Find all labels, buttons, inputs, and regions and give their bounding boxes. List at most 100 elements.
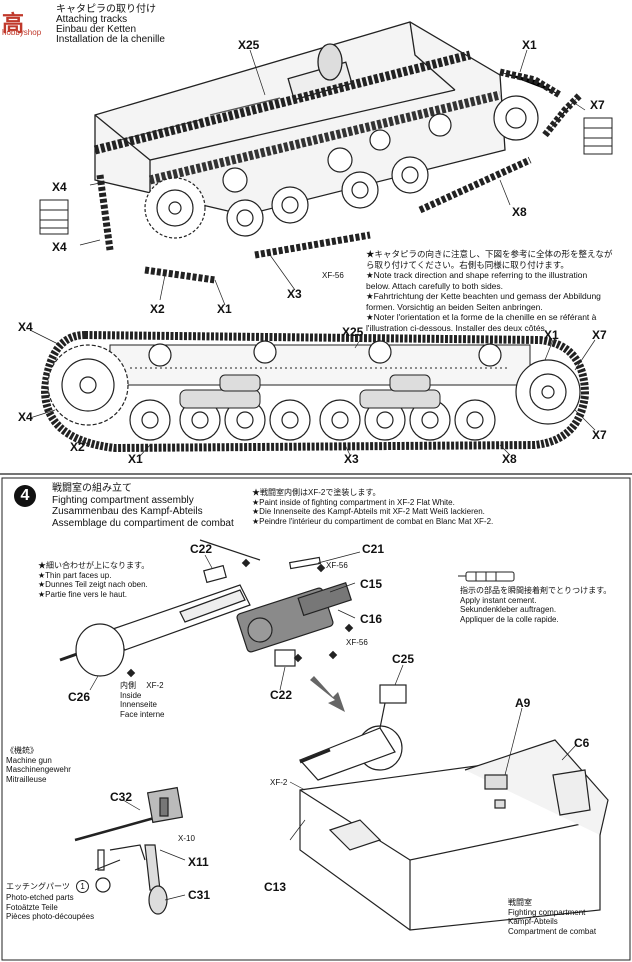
- inside-note-line: Innenseite: [120, 700, 157, 709]
- side-view-idler: [515, 359, 581, 425]
- label-xf56-b: XF-56: [346, 638, 368, 647]
- paint-note-line: ★戦闘室内側はXF-2で塗装します。: [252, 488, 381, 497]
- thin-note-line: ★細い合わせが上になります。: [38, 561, 150, 570]
- step3-note: ★キャタピラの向きに注意し、下図を参考に全体の形を整えなが ら取り付けてください…: [366, 249, 613, 333]
- paint-note-line: ★Die Innenseite des Kampf-Abteils mit XF…: [252, 507, 485, 516]
- label-x7-right2: X7: [592, 428, 607, 442]
- step4-paint-note: ★戦闘室内側はXF-2で塗装します。 ★Paint inside of figh…: [252, 488, 493, 526]
- inside-note-jp: 内側: [120, 681, 136, 690]
- fc-note-line: 戦闘室: [508, 898, 532, 907]
- step3-title: キャタピラの取り付け Attaching tracks Einbau der K…: [56, 5, 165, 45]
- step3-note-line: below. Attach carefully to both sides.: [366, 280, 504, 291]
- step3-note-line: ★Fahrtrichtung der Kette beachten und ge…: [366, 291, 601, 301]
- mg-note-line: Mitrailleuse: [6, 774, 47, 784]
- step3-note-line: ら取り付けてください。右側も同様に取り付けます。: [366, 259, 569, 270]
- inside-note-line: Inside: [120, 690, 142, 700]
- step4-number: 4: [14, 485, 36, 507]
- label-c21: C21: [362, 542, 385, 556]
- step3-note-line: l'illustration ci-dessous. Installer des…: [366, 322, 548, 333]
- pe-note-line: エッチングパーツ 1: [6, 880, 94, 893]
- label-x1-right: X1: [544, 328, 559, 342]
- assembly-arrow: [310, 676, 345, 712]
- label-x1-top: X1: [522, 38, 537, 52]
- fc-note-line: Compartment de combat: [508, 926, 597, 936]
- step4-title: 戦闘室の組み立て Fighting compartment assembly Z…: [52, 483, 234, 529]
- upper-idler: [493, 95, 539, 141]
- pe-note-jp: エッチングパーツ: [6, 882, 70, 891]
- thin-note-line: ★Dunnes Teil zeigt nach oben.: [38, 580, 148, 589]
- label-x2-top: X2: [150, 302, 165, 316]
- step3-title-en: Attaching tracks: [56, 14, 128, 25]
- paint-note-line: ★Paint inside of fighting compartment in…: [252, 497, 455, 507]
- label-x4-a: X4: [52, 180, 67, 194]
- step4-frame: [1, 477, 631, 961]
- label-x11: X11: [188, 855, 209, 869]
- side-view-bogies: [179, 374, 441, 409]
- label-c32: C32: [110, 790, 133, 804]
- step3-title-jp: キャタピラの取り付け: [56, 4, 156, 15]
- thin-part-note: ★細い合わせが上になります。 ★Thin part faces up. ★Dun…: [38, 561, 149, 599]
- paint-note-line: ★Peindre l'intérieur du compartiment de …: [252, 516, 494, 526]
- step4-title-en: Fighting compartment assembly: [52, 494, 194, 506]
- track-link-sample-left: [39, 199, 69, 235]
- label-x8-top: X8: [512, 205, 527, 219]
- label-xf56-step3: XF-56: [322, 271, 344, 280]
- step4-title-fr: Assemblage du compartiment de combat: [52, 517, 234, 529]
- glue-note: 指示の部品を瞬間接着剤でとりつけます。 Apply instant cement…: [460, 586, 611, 624]
- fighting-compartment-note: 戦闘室 Fighting compartment Kampf-Abteils C…: [508, 898, 596, 936]
- label-x1-bottom: X1: [217, 302, 232, 316]
- upper-leader-lines: [79, 49, 586, 306]
- label-c22-bottom: C22: [270, 688, 293, 702]
- label-x3-b2: X3: [344, 452, 359, 466]
- label-x7-right: X7: [592, 328, 607, 342]
- step3-title-fr: Installation de la chenille: [56, 34, 165, 45]
- inside-note-paint: XF-2: [146, 681, 164, 690]
- label-x4-c: X4: [18, 320, 33, 334]
- step3-title-de: Einbau der Ketten: [56, 24, 137, 35]
- label-x25-bottom: X25: [342, 325, 364, 339]
- main-gun-assembly: [59, 539, 353, 677]
- thin-note-line: ★Thin part faces up.: [38, 570, 112, 580]
- label-x7-top: X7: [590, 98, 605, 112]
- label-c13: C13: [264, 880, 287, 894]
- glue-note-line: Appliquer de la colle rapide.: [460, 614, 559, 624]
- pe-note: エッチングパーツ 1 Photo-etched parts Fotoätzte …: [6, 880, 94, 922]
- mg-note: 《機銃》 Machine gun Maschinengewehr Mitrail…: [6, 746, 71, 784]
- fc-note-line: Fighting compartment: [508, 907, 586, 917]
- label-c22-top: C22: [190, 542, 213, 556]
- label-x25-top: X25: [238, 38, 260, 52]
- glue-note-line: 指示の部品を瞬間接着剤でとりつけます。: [460, 586, 612, 595]
- upper-road-wheels: [222, 113, 452, 237]
- pe-note-line: Photo-etched parts: [6, 893, 74, 902]
- inside-note-line: Face interne: [120, 709, 165, 719]
- machine-gun-drawing: [74, 786, 184, 915]
- label-c25: C25: [392, 652, 415, 666]
- pe-note-line: Fotoätzte Teile: [6, 902, 58, 912]
- side-view-track-outline: [40, 330, 590, 453]
- thin-note-line: ★Partie fine vers le haut.: [38, 589, 127, 599]
- fc-note-line: Kampf-Abteils: [508, 917, 558, 926]
- step4-title-de: Zusammenbau des Kampf-Abteils: [52, 506, 203, 517]
- label-x10: X-10: [178, 834, 195, 843]
- step3-note-line: ★Noter l'orientation et la forme de la c…: [366, 312, 597, 322]
- glue-note-line: Sekundenkleber auftragen.: [460, 605, 557, 614]
- label-x4-d: X4: [18, 410, 33, 424]
- label-c31: C31: [188, 888, 211, 902]
- track-link-sample-right: [583, 117, 613, 155]
- step3-note-line: formen. Vorsichtig an beiden Seiten anbr…: [366, 301, 543, 312]
- gun-mount-drawing: [298, 684, 407, 781]
- step3-note-line: ★キャタピラの向きに注意し、下図を参考に全体の形を整えなが: [366, 249, 613, 259]
- side-leader-lines: [29, 329, 596, 457]
- label-x2-bottom: X2: [70, 440, 85, 454]
- mg-note-line: Machine gun: [6, 755, 52, 765]
- watermark-logo-text: 高: [2, 11, 25, 36]
- label-x8-b2: X8: [502, 452, 517, 466]
- step4-title-jp: 戦闘室の組み立て: [52, 483, 132, 494]
- label-x1-b2: X1: [128, 452, 143, 466]
- upper-bottom-track: [96, 68, 583, 284]
- label-x3-top: X3: [287, 287, 302, 301]
- watermark-logo: 高 hobbyshop: [2, 6, 60, 37]
- label-a9: A9: [515, 696, 531, 710]
- glue-tube-icon: [458, 571, 515, 582]
- inside-note: 内側 XF-2 Inside Innenseite Face interne: [120, 681, 164, 719]
